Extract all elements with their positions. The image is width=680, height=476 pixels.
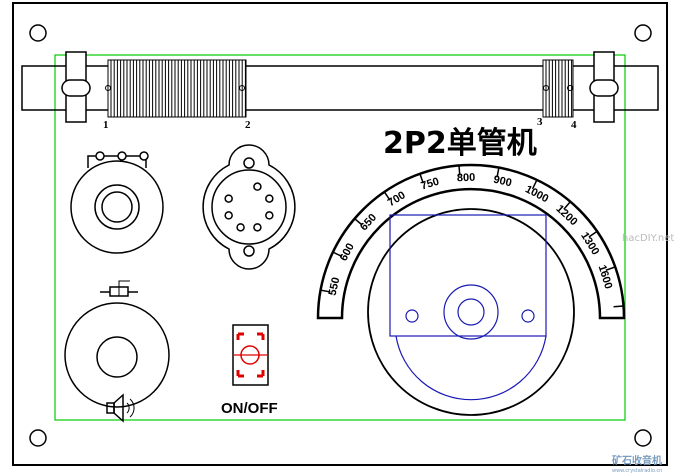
socket-pin	[253, 182, 262, 191]
dial-label: 600	[338, 241, 357, 263]
socket-pin	[265, 194, 274, 203]
dial-label: 550	[327, 276, 343, 297]
mounting-holes	[29, 24, 652, 447]
socket-pin	[224, 211, 233, 220]
terminal-3: 3	[537, 116, 543, 128]
dial-tick	[354, 218, 363, 226]
page-title: 2P2单管机	[383, 126, 537, 161]
potentiometer	[70, 151, 164, 254]
guide-rect	[54, 54, 626, 421]
terminal-2: 2	[245, 119, 251, 131]
resistor-icon	[100, 280, 138, 297]
watermark-url: www.crystalradio.cn	[612, 468, 662, 474]
dial-mechanism	[389, 214, 547, 401]
panel-border	[12, 2, 668, 466]
dial-label: 900	[492, 174, 513, 190]
switch-label: ON/OFF	[221, 400, 278, 417]
terminal-1: 1	[103, 119, 109, 131]
socket-pin	[224, 194, 233, 203]
dial-label: 800	[457, 172, 476, 185]
coil-main	[107, 59, 247, 118]
speaker-volume	[64, 302, 170, 408]
dial-tick	[563, 201, 571, 210]
speaker-icon	[106, 393, 135, 423]
terminal-4: 4	[571, 119, 577, 131]
socket-pin	[236, 223, 245, 232]
dial-tick	[383, 191, 391, 201]
coil-secondary	[542, 59, 574, 118]
dial-tick	[531, 179, 538, 190]
dial-label: 750	[420, 176, 441, 193]
dial-tick	[588, 230, 598, 238]
dial-tick	[332, 251, 343, 258]
watermark-cn: 矿石收音机	[612, 454, 662, 467]
socket-pin	[265, 211, 274, 220]
dial-tick	[320, 289, 331, 293]
dial-tick	[496, 167, 500, 178]
dial-tick	[419, 173, 424, 184]
dial-tick	[605, 266, 616, 271]
tube-socket	[202, 144, 296, 270]
ferrite-rod	[21, 65, 659, 111]
socket-pin	[253, 223, 262, 232]
dial-tick	[458, 165, 461, 176]
dial-tick	[613, 305, 624, 308]
power-switch[interactable]	[232, 324, 269, 386]
coil-terminal-dots	[105, 85, 573, 91]
tuning-knob[interactable]	[367, 208, 575, 416]
bracket-left	[61, 51, 91, 123]
watermark-site: hacDIY.net	[622, 233, 674, 244]
bracket-right	[589, 51, 619, 123]
